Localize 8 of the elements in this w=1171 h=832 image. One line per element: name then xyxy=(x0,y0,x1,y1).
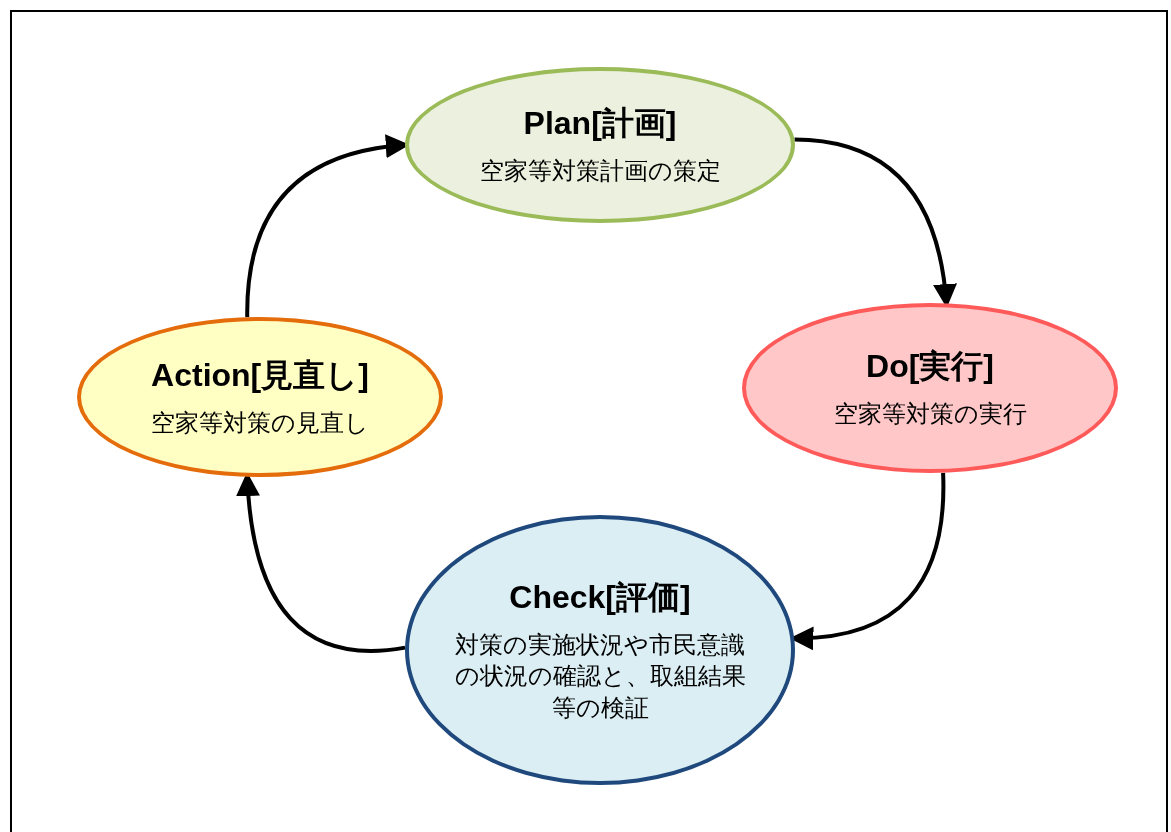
node-description: 空家等対策計画の策定 xyxy=(478,156,722,187)
node-description: 空家等対策の実行 xyxy=(832,399,1028,430)
node-heading: Plan[計画] xyxy=(523,104,677,144)
node-heading: Action[見直し] xyxy=(151,356,369,396)
node-heading: Do[実行] xyxy=(866,347,994,387)
node-description: 空家等対策の見直し xyxy=(150,408,370,439)
node-heading: Check[評価] xyxy=(509,578,691,618)
node-description: 対策の実施状況や市民意識の状況の確認と、取組結果等の検証 xyxy=(453,630,747,723)
